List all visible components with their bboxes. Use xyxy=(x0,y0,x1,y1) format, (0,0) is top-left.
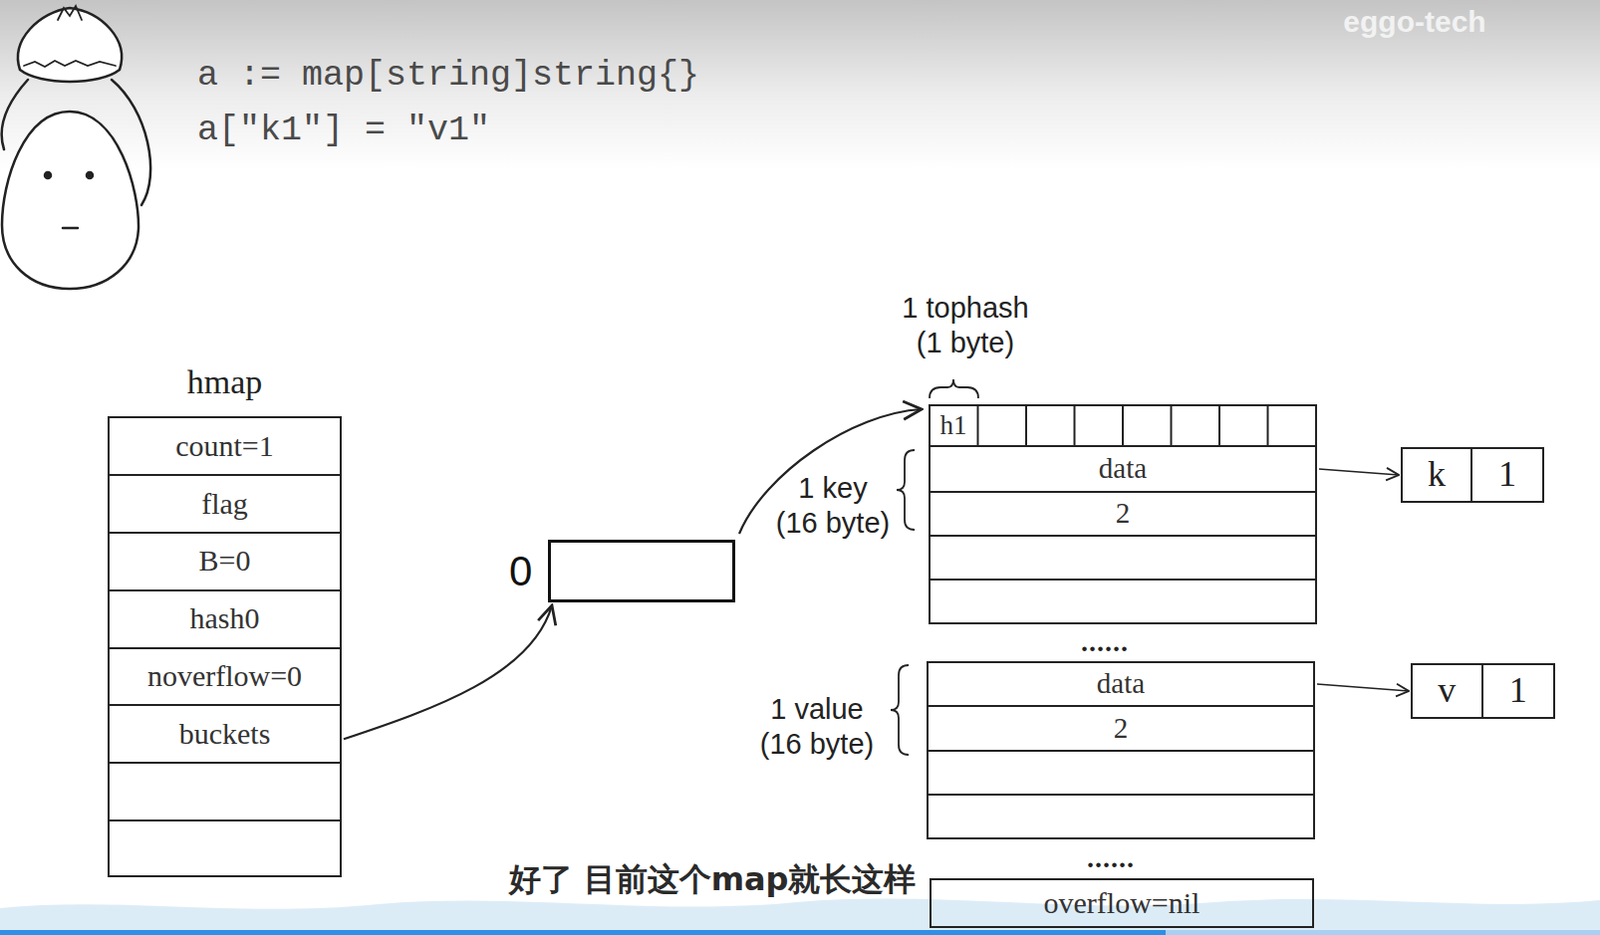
header-field: k xyxy=(1402,449,1473,502)
field-row: noverflow=0 xyxy=(109,649,340,708)
ellipsis: ...... xyxy=(1086,841,1135,876)
field-name: buckets xyxy=(179,717,271,753)
bucket-grid xyxy=(927,405,1317,839)
wave-band xyxy=(0,899,1600,935)
key-cell: 2 xyxy=(929,492,1317,536)
progress-bar xyxy=(0,930,1166,935)
header-value: v xyxy=(1437,670,1456,712)
cell-text: data xyxy=(1098,452,1147,486)
string-header: k1 xyxy=(1400,447,1545,504)
size-note: 1 tophash (1 byte) xyxy=(901,290,1030,361)
code-line: a["k1"] = "v1" xyxy=(197,109,491,152)
pointer-arrow xyxy=(1317,684,1409,692)
row-divider xyxy=(109,819,340,822)
field-name: hash0 xyxy=(190,601,261,637)
pointer-arrow xyxy=(1319,469,1399,476)
field-name: B=0 xyxy=(199,543,252,579)
cell-text: h1 xyxy=(940,410,968,442)
bucket-slot: 0 xyxy=(547,539,736,603)
value-cell: data xyxy=(927,662,1315,707)
field-name: flag xyxy=(201,487,249,523)
progress-track xyxy=(0,930,1600,935)
string-header: v1 xyxy=(1410,663,1556,720)
field-name: noverflow=0 xyxy=(147,659,302,695)
size-note: 1 key (16 byte) xyxy=(776,471,891,541)
subtitle: 好了 目前这个map就长这样 xyxy=(509,860,917,899)
header-field: 1 xyxy=(1472,449,1543,502)
field-row: flag xyxy=(109,476,340,534)
field-row: buckets xyxy=(109,706,340,765)
cell-text: 2 xyxy=(1113,712,1129,746)
egg-character xyxy=(1,5,151,289)
struct-title: hmap xyxy=(109,362,340,402)
struct-box: hmapcount=1flagB=0hash0noverflow=0bucket… xyxy=(107,416,342,878)
header-field: v xyxy=(1412,665,1484,718)
code-line: a := map[string]string{} xyxy=(197,54,700,97)
tophash-cell: h1 xyxy=(929,405,978,447)
header-value: k xyxy=(1427,454,1446,496)
size-note: 1 value (16 byte) xyxy=(760,692,875,763)
watermark: eggo-tech xyxy=(1342,3,1486,40)
field-row: B=0 xyxy=(109,533,340,592)
brace xyxy=(890,379,979,756)
slot-index: 0 xyxy=(509,546,533,595)
header-value: 1 xyxy=(1509,670,1528,712)
overflow-box: overflow=nil xyxy=(929,878,1315,929)
pointer-arrow xyxy=(343,605,552,740)
header-field: 1 xyxy=(1483,665,1555,718)
value-cell: 2 xyxy=(927,706,1315,752)
field-row: hash0 xyxy=(109,591,340,650)
cell-text: overflow=nil xyxy=(1044,886,1201,922)
cell-text: data xyxy=(1096,667,1145,701)
cell-text: 2 xyxy=(1115,497,1131,531)
field-row: count=1 xyxy=(109,418,340,477)
field-name: count=1 xyxy=(175,429,274,465)
header-value: 1 xyxy=(1498,454,1517,496)
ellipsis: ...... xyxy=(1080,625,1129,660)
key-cell: data xyxy=(929,446,1317,493)
